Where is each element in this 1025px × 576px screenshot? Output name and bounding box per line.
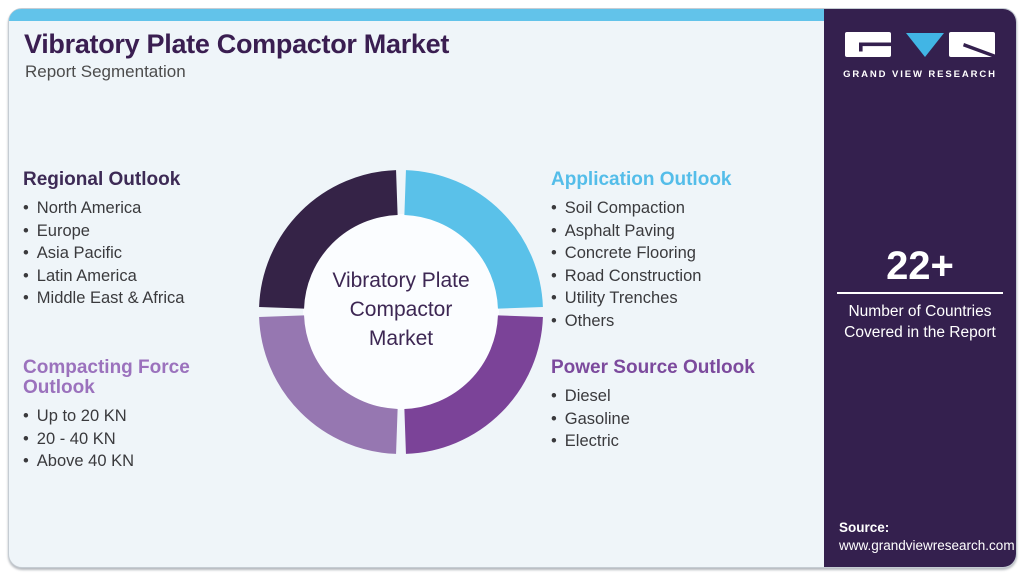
- gvr-logo: GRAND VIEW RESEARCH: [824, 31, 1016, 80]
- donut-segment-top-right: [403, 170, 543, 310]
- donut-segment-top-left: [259, 170, 399, 310]
- donut-segment-bottom-right: [403, 314, 543, 454]
- top-accent-strip: [9, 9, 826, 21]
- bullet-icon: •: [551, 387, 557, 405]
- list-item: • Electric: [551, 430, 801, 453]
- regional-list: • North America • Europe • Asia Pacific • La…: [23, 197, 258, 310]
- list-item-label: Europe: [36, 221, 90, 240]
- list-item-label: Up to 20 KN: [36, 407, 127, 425]
- list-item-label: North America: [36, 199, 142, 217]
- list-item: • Middle East & Africa: [23, 287, 258, 310]
- bullet-icon: •: [551, 199, 557, 217]
- bullet-icon: •: [23, 429, 29, 448]
- list-item: • Europe: [23, 220, 258, 243]
- bullet-icon: •: [23, 244, 29, 263]
- section-heading-regional: Regional Outlook: [23, 169, 181, 190]
- donut-center-label: Vibratory Plate Compactor Market: [301, 266, 501, 353]
- list-item: • Utility Trenches: [551, 287, 801, 310]
- segmentation-donut-chart: [259, 170, 543, 454]
- list-item-label: Diesel: [564, 387, 611, 405]
- countries-stat: 22+ Number of Countries Covered in the R…: [824, 245, 1016, 343]
- list-item-label: Soil Compaction: [564, 199, 685, 217]
- bullet-icon: •: [551, 409, 557, 428]
- bullet-icon: •: [551, 432, 557, 451]
- list-item-label: Asia Pacific: [36, 244, 123, 263]
- list-item: • Above 40 KN: [23, 450, 238, 473]
- section-application-outlook: Application Outlook • Soil Compaction • As…: [551, 170, 801, 333]
- bullet-icon: •: [23, 221, 29, 240]
- list-item-label: Asphalt Paving: [564, 221, 675, 240]
- section-compacting-force-outlook: Compacting Force Outlook • Up to 20 KN • 2…: [23, 358, 238, 473]
- power-source-list: • Diesel • Gasoline • Electric: [551, 385, 801, 453]
- bullet-icon: •: [23, 199, 29, 217]
- bullet-icon: •: [551, 266, 557, 285]
- bullet-icon: •: [23, 289, 29, 308]
- list-item-label: Concrete Flooring: [564, 244, 696, 263]
- list-item: • Soil Compaction: [551, 197, 801, 220]
- bullet-icon: •: [23, 452, 29, 471]
- list-item: • 20 - 40 KN: [23, 428, 238, 451]
- section-regional-outlook: Regional Outlook • North America • Europe …: [23, 170, 258, 310]
- list-item: • Up to 20 KN: [23, 405, 238, 428]
- source-url: www.grandviewresearch.com: [839, 538, 1015, 553]
- section-heading-application: Application Outlook: [551, 169, 732, 190]
- page-subtitle: Report Segmentation: [25, 62, 186, 81]
- bullet-icon: •: [551, 289, 557, 308]
- donut-center-line: Vibratory Plate: [332, 269, 470, 292]
- bullet-icon: •: [23, 407, 29, 425]
- list-item: • Road Construction: [551, 265, 801, 288]
- list-item: • Concrete Flooring: [551, 242, 801, 265]
- gvr-logo-icon: [845, 32, 995, 57]
- donut-center-line: Market: [368, 327, 434, 350]
- infographic-card: Vibratory Plate Compactor Market Report …: [8, 8, 1017, 568]
- gvr-logo-wordmark: GRAND VIEW RESEARCH: [843, 69, 997, 80]
- list-item: • Others: [551, 310, 801, 333]
- list-item-label: 20 - 40 KN: [36, 429, 116, 448]
- bullet-icon: •: [23, 266, 29, 285]
- list-item-label: Others: [564, 311, 615, 330]
- compacting-force-list: • Up to 20 KN • 20 - 40 KN • Above 40 KN: [23, 405, 238, 473]
- source-label: Source:: [839, 520, 890, 535]
- list-item-label: Above 40 KN: [36, 452, 135, 471]
- list-item-label: Utility Trenches: [564, 289, 678, 308]
- list-item-label: Middle East & Africa: [36, 289, 185, 308]
- list-item: • Diesel: [551, 385, 801, 408]
- list-item: • Latin America: [23, 265, 258, 288]
- source-attribution: Source: www.grandviewresearch.com: [839, 519, 1015, 555]
- section-heading-compacting-force: Compacting Force Outlook: [23, 357, 190, 398]
- list-item: • Asia Pacific: [23, 242, 258, 265]
- stat-divider: [837, 292, 1003, 294]
- list-item-label: Electric: [564, 432, 619, 451]
- donut-center-line: Compactor: [349, 298, 453, 321]
- list-item-label: Gasoline: [564, 409, 630, 428]
- list-item-label: Road Construction: [564, 266, 702, 285]
- donut-segment-bottom-left: [259, 314, 399, 454]
- stat-value: 22+: [886, 244, 954, 288]
- list-item-label: Latin America: [36, 266, 137, 285]
- bullet-icon: •: [551, 244, 557, 263]
- stat-label: Number of Countries Covered in the Repor…: [844, 303, 996, 341]
- bullet-icon: •: [551, 221, 557, 240]
- bullet-icon: •: [551, 311, 557, 330]
- section-power-source-outlook: Power Source Outlook • Diesel • Gasoline •…: [551, 358, 801, 453]
- page-title: Vibratory Plate Compactor Market: [24, 29, 450, 59]
- donut-hole: [303, 214, 499, 410]
- brand-sidebar: GRAND VIEW RESEARCH 22+ Number of Countr…: [824, 9, 1016, 567]
- list-item: • Asphalt Paving: [551, 220, 801, 243]
- list-item: • North America: [23, 197, 258, 220]
- list-item: • Gasoline: [551, 408, 801, 431]
- section-heading-power-source: Power Source Outlook: [551, 357, 755, 378]
- application-list: • Soil Compaction • Asphalt Paving • Concre…: [551, 197, 801, 333]
